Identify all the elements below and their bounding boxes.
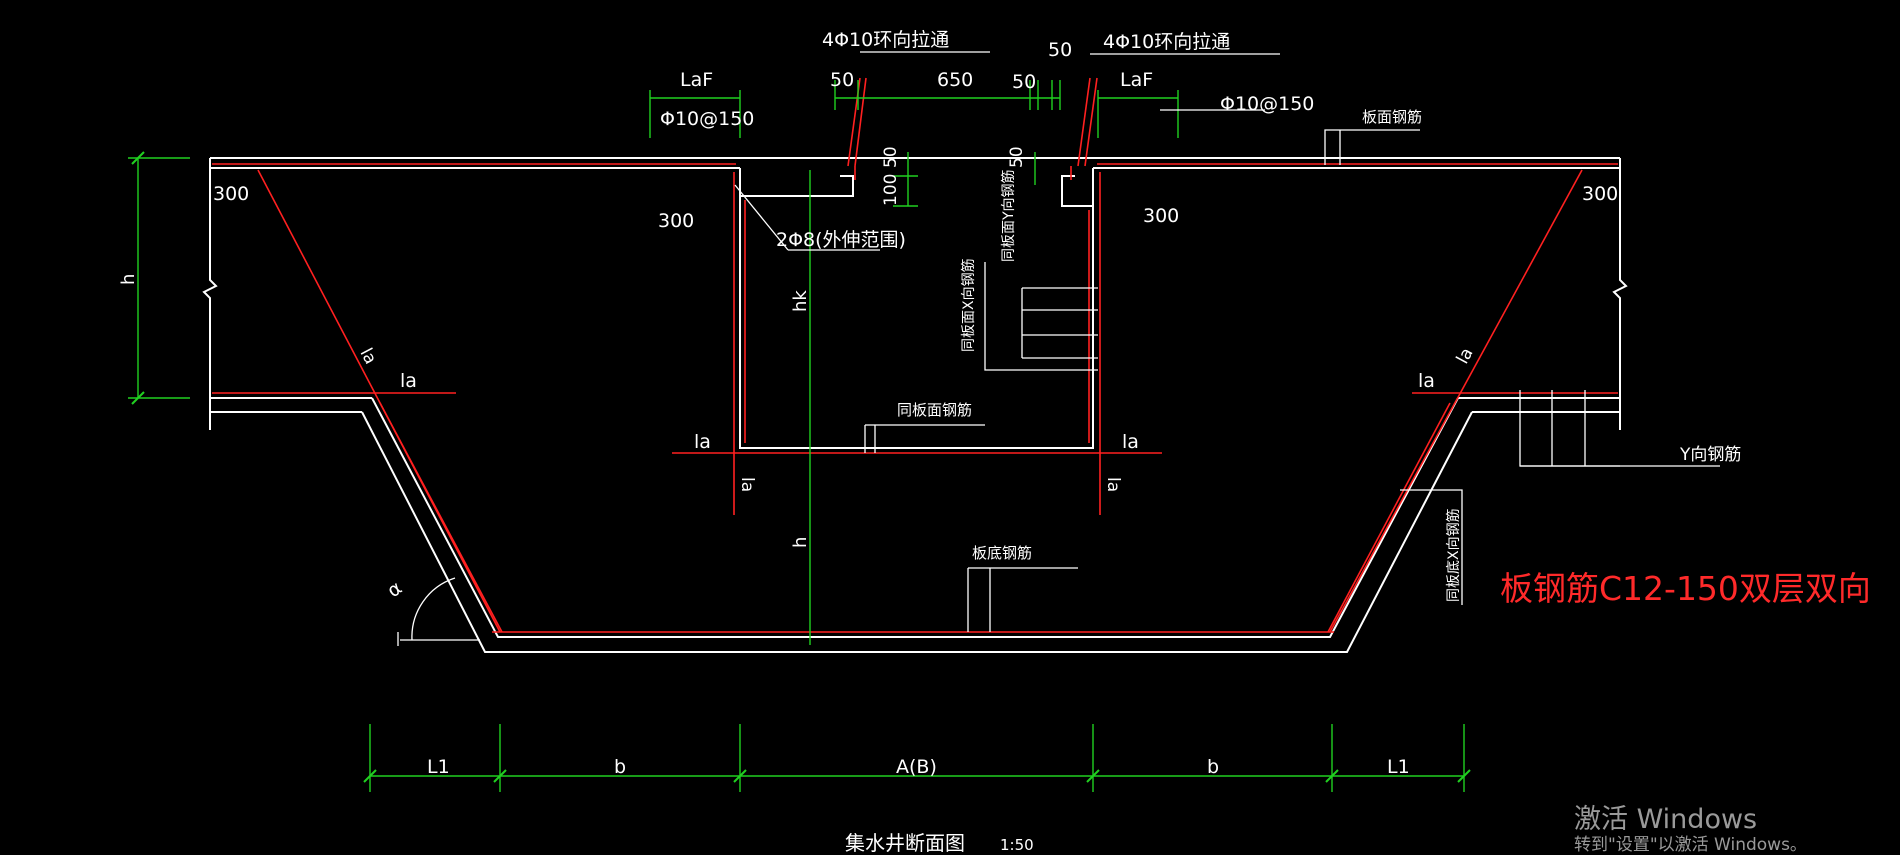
concrete-outline	[202, 157, 1628, 653]
rebar-note: 板钢筋C12-150双层双向	[1500, 569, 1871, 608]
label-650: 650	[937, 69, 973, 91]
drawing-labels: 4Φ10环向拉通 4Φ10环向拉通 LaF LaF Φ10@150 Φ10@15…	[118, 29, 1741, 852]
label-y-rebar: Y向钢筋	[1679, 445, 1741, 465]
label-laf-left: LaF	[680, 69, 713, 91]
label-h-left: h	[118, 274, 139, 285]
drawing-title: 集水井断面图	[845, 831, 965, 852]
label-hk: hk	[790, 290, 811, 312]
label-50-e: 50	[1007, 146, 1027, 168]
label-la-slope-right: la	[1453, 345, 1478, 368]
label-alpha: α	[383, 577, 406, 602]
label-300-mid-left: 300	[658, 210, 694, 232]
label-la-right: la	[1418, 370, 1435, 392]
label-ring-bar-right: 4Φ10环向拉通	[1103, 31, 1230, 53]
label-50-d: 50	[881, 146, 901, 168]
label-AB: A(B)	[896, 756, 937, 778]
label-50-c: 50	[1048, 39, 1072, 61]
label-50-a: 50	[830, 69, 854, 91]
rebar-lines	[212, 77, 1618, 633]
drawing-scale: 1:50	[1000, 836, 1034, 852]
label-b-right: b	[1207, 756, 1219, 778]
label-slab-top-rebar: 板面钢筋	[1362, 108, 1422, 126]
label-L1-right: L1	[1387, 756, 1410, 778]
label-la-pit-left: la	[694, 431, 711, 453]
label-stirrup-right: Φ10@150	[1220, 93, 1314, 115]
label-laf-right: LaF	[1120, 69, 1153, 91]
label-la-pit-right: la	[1122, 431, 1139, 453]
label-la-vert-left: la	[737, 477, 757, 492]
label-la-vert-right: la	[1103, 477, 1123, 492]
label-stirrup-left: Φ10@150	[660, 108, 754, 130]
label-300-top-left: 300	[213, 183, 249, 205]
label-same-x-rebar: 同板面X向钢筋	[960, 258, 977, 352]
label-same-slab-top: 同板面钢筋	[897, 401, 972, 419]
label-L1-left: L1	[427, 756, 450, 778]
label-50-b: 50	[1012, 71, 1036, 93]
label-same-y-rebar: 同板面Y向钢筋	[1000, 169, 1017, 262]
label-la-left: la	[400, 370, 417, 392]
label-b-left: b	[614, 756, 626, 778]
label-300-mid-right: 300	[1143, 205, 1179, 227]
dimension-lines	[128, 80, 1465, 792]
dimension-ticks	[131, 151, 1471, 783]
label-100: 100	[881, 174, 901, 206]
label-h-center: h	[790, 537, 811, 548]
label-bottom-rebar: 板底钢筋	[972, 544, 1032, 562]
label-ring-bar-left: 4Φ10环向拉通	[822, 29, 949, 51]
label-300-top-right: 300	[1582, 183, 1618, 205]
label-two-phi8: 2Φ8(外伸范围)	[776, 229, 906, 251]
label-same-bottom-x: 同板底X向钢筋	[1445, 508, 1462, 602]
leader-lines	[397, 51, 1720, 646]
watermark-line1: 激活 Windows	[1574, 804, 1758, 835]
watermark-line2: 转到"设置"以激活 Windows。	[1574, 835, 1807, 855]
